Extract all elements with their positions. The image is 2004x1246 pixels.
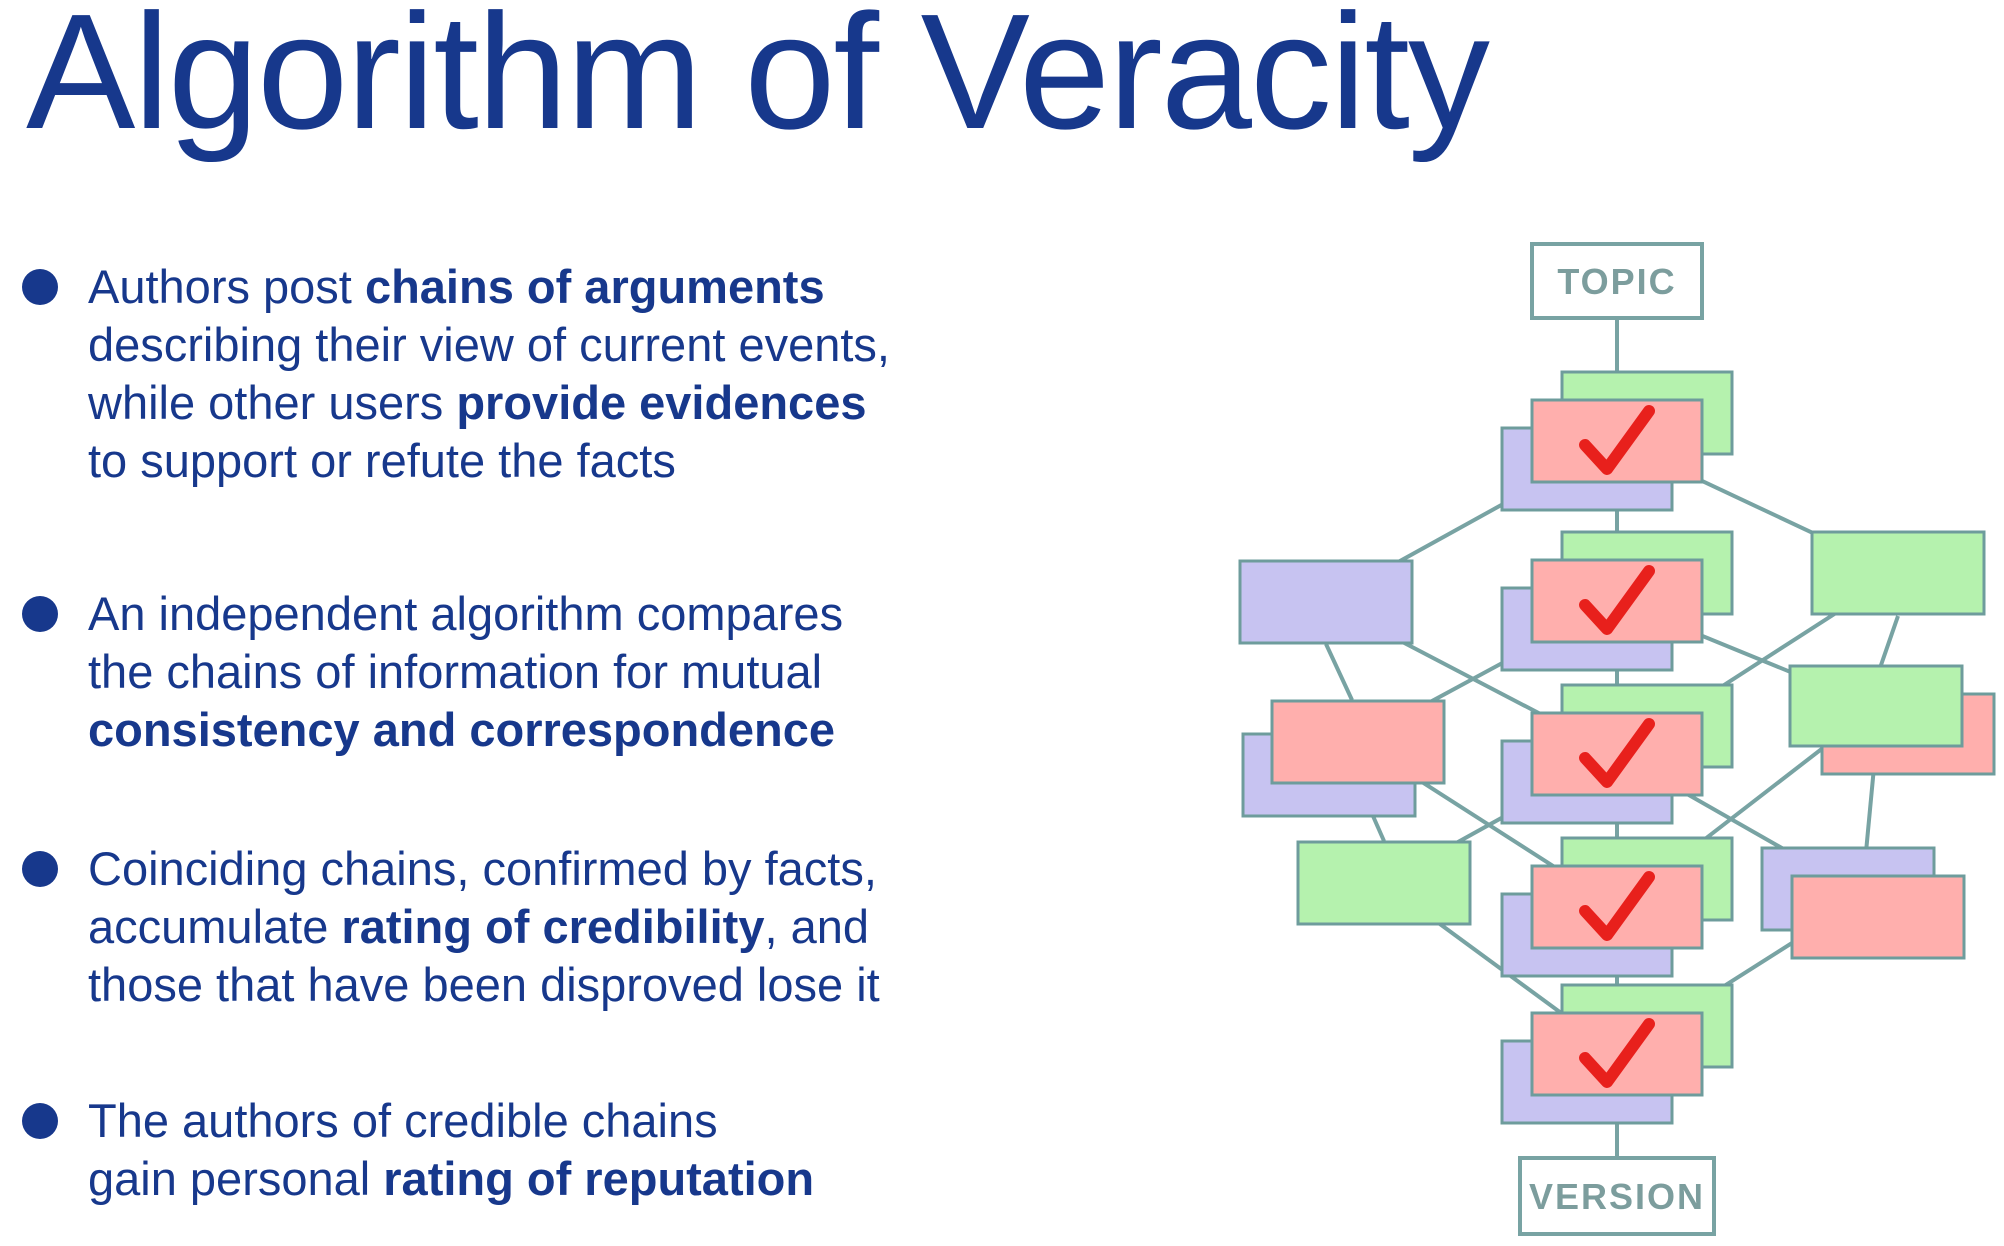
text-run: Coinciding chains, confirmed by facts, [88, 842, 877, 895]
topic-box [1530, 242, 1704, 320]
bullet-icon [22, 1103, 58, 1139]
text-run: to support or refute the facts [88, 434, 676, 487]
diagram-edge [1324, 643, 1354, 701]
text-line: accumulate rating of credibility, and [88, 898, 880, 956]
argument-stack-check-icon [1502, 985, 1732, 1123]
text-run-bold: provide evidences [456, 376, 867, 429]
bullet-text: Coinciding chains, confirmed by facts, a… [88, 840, 880, 1014]
evidence-card-pink [1790, 874, 1966, 960]
evidence-card-green [1810, 530, 1986, 616]
argument-stack-check-icon [1502, 372, 1732, 510]
text-run: the chains of information for mutual [88, 645, 823, 698]
evidence-card-green [1788, 664, 1964, 748]
text-run-bold: chains of arguments [364, 260, 825, 313]
text-run-bold: rating of credibility [341, 900, 765, 953]
argument-stack-check-icon [1502, 685, 1732, 823]
argument-stack-check-icon [1502, 532, 1732, 670]
bullet-text: Authors post chains of arguments describ… [88, 258, 890, 490]
text-line: Coinciding chains, confirmed by facts, [88, 840, 880, 898]
text-run: gain personal [88, 1152, 384, 1205]
evidence-card-pink [1270, 699, 1446, 785]
version-box [1518, 1156, 1716, 1236]
text-line: the chains of information for mutual [88, 643, 843, 701]
bullet-item-3: Coinciding chains, confirmed by facts, a… [22, 840, 880, 1014]
bullet-icon [22, 851, 58, 887]
text-line: to support or refute the facts [88, 432, 890, 490]
text-run: those that have been disproved lose it [88, 958, 880, 1011]
text-line: The authors of credible chains [88, 1092, 814, 1150]
text-line: consistency and correspondence [88, 701, 843, 759]
text-run: while other users [88, 376, 457, 429]
text-line: An independent algorithm compares [88, 585, 843, 643]
evidence-card-purple [1238, 559, 1414, 645]
text-run: Authors post [88, 260, 365, 313]
bullet-icon [22, 269, 58, 305]
text-line: describing their view of current events, [88, 316, 890, 374]
bullet-text: The authors of credible chains gain pers… [88, 1092, 814, 1208]
text-line: gain personal rating of reputation [88, 1150, 814, 1208]
text-run: An independent algorithm compares [88, 587, 844, 640]
bullet-item-4: The authors of credible chains gain pers… [22, 1092, 814, 1208]
text-run: describing their view of current events, [88, 318, 890, 371]
bullet-item-2: An independent algorithm compares the ch… [22, 585, 843, 759]
argument-stack-check-icon [1502, 838, 1732, 976]
bullet-text: An independent algorithm compares the ch… [88, 585, 843, 759]
bullet-icon [22, 596, 58, 632]
topic-label: TOPIC [1557, 261, 1676, 302]
text-line: Authors post chains of arguments [88, 258, 890, 316]
text-run-bold: consistency and correspondence [88, 703, 836, 756]
version-label: VERSION [1529, 1176, 1705, 1217]
evidence-card-green [1296, 840, 1472, 926]
text-run-bold: rating of reputation [383, 1152, 815, 1205]
text-run: , and [764, 900, 869, 953]
page-title: Algorithm of Veracity [26, 0, 1490, 163]
text-run: The authors of credible chains [88, 1094, 718, 1147]
text-line: while other users provide evidences [88, 374, 890, 432]
bullet-item-1: Authors post chains of arguments describ… [22, 258, 890, 490]
diagram-edge [1878, 615, 1900, 669]
text-line: those that have been disproved lose it [88, 956, 880, 1014]
text-run: accumulate [88, 900, 342, 953]
